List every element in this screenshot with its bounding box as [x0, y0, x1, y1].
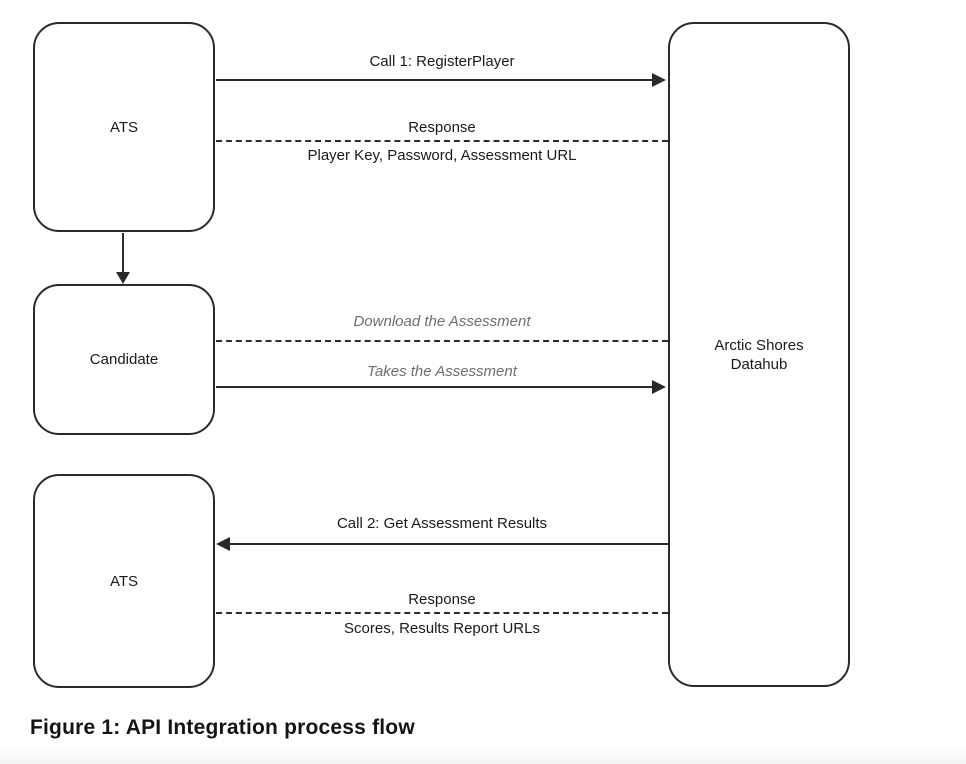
node-ats-top-label: ATS [109, 118, 139, 136]
flow-sublabel-response1: Player Key, Password, Assessment URL [307, 147, 577, 164]
arrowhead-right-icon [652, 380, 666, 394]
connector-response1-line [216, 140, 668, 142]
connector-response2-line [216, 612, 668, 614]
node-datahub-label: Arctic Shores Datahub [714, 336, 803, 374]
node-datahub-label-line1: Arctic Shores [714, 336, 804, 354]
arrowhead-down-icon [116, 272, 130, 284]
node-ats-bottom-label: ATS [109, 572, 139, 590]
connector-call1-line [216, 79, 654, 81]
connector-download-line [216, 340, 668, 342]
flow-label-download: Download the Assessment [353, 313, 531, 330]
connector-takes-line [216, 386, 654, 388]
flow-label-takes: Takes the Assessment [367, 363, 517, 380]
arrowhead-right-icon [652, 73, 666, 87]
node-datahub-label-line2: Datahub [730, 355, 788, 373]
node-candidate: Candidate [33, 284, 215, 435]
node-datahub: Arctic Shores Datahub [668, 22, 850, 687]
arrowhead-left-icon [216, 537, 230, 551]
connector-ats-candidate-line [122, 233, 124, 275]
flow-label-response2: Response [408, 591, 476, 608]
node-candidate-label: Candidate [89, 351, 159, 368]
node-ats-top: ATS [33, 22, 215, 232]
node-ats-bottom: ATS [33, 474, 215, 688]
flow-label-call2: Call 2: Get Assessment Results [336, 515, 548, 532]
flow-label-call1: Call 1: RegisterPlayer [369, 53, 515, 70]
figure-caption: Figure 1: API Integration process flow [30, 716, 415, 739]
connector-call2-line [230, 543, 668, 545]
flow-sublabel-response2: Scores, Results Report URLs [344, 620, 540, 637]
flow-label-response1: Response [408, 119, 476, 136]
page-bottom-edge [0, 744, 966, 764]
